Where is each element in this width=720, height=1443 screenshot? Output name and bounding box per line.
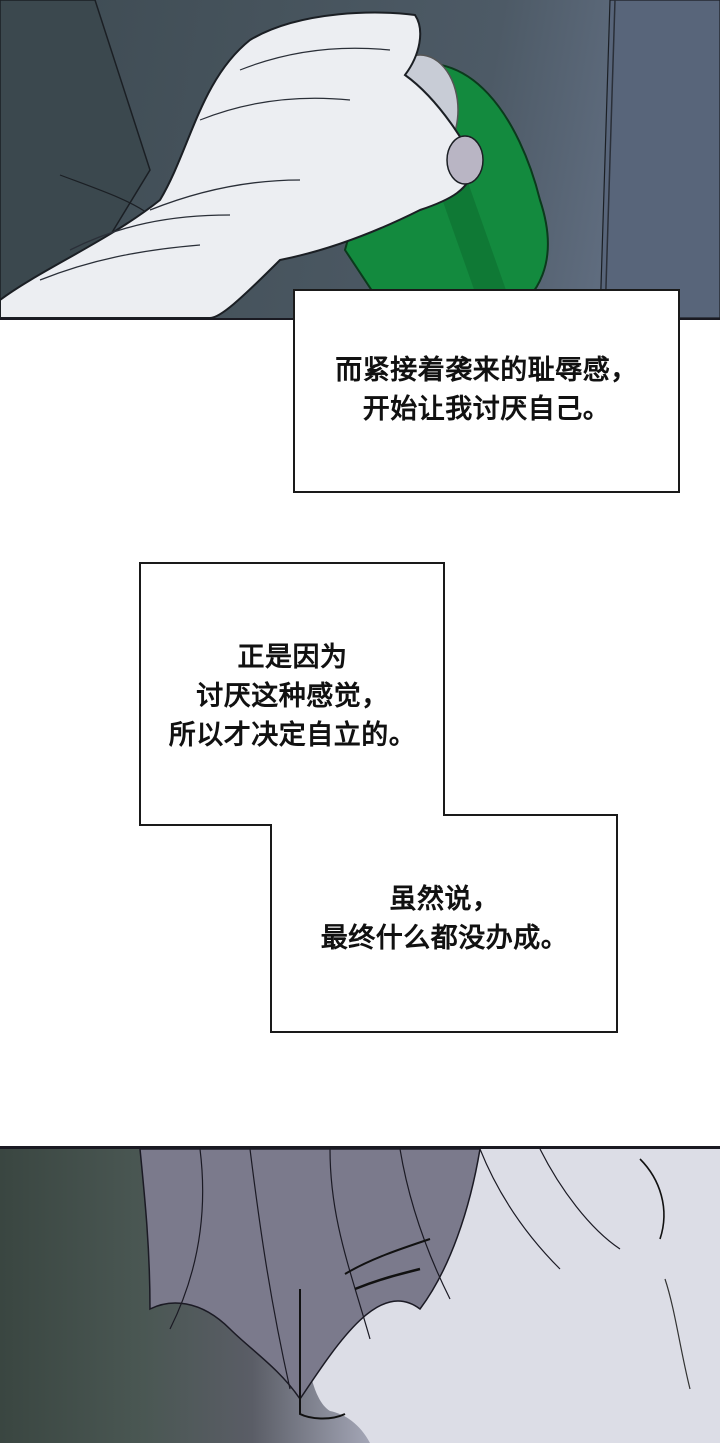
narration-text-2: 正是因为 讨厌这种感觉， 所以才决定自立的。 (168, 642, 417, 751)
comic-panel-face-closeup (0, 1146, 720, 1443)
narration-box-stepped-outline (139, 562, 618, 1033)
comic-panel-hand-bottle (0, 0, 720, 320)
hand-bottle-illustration (0, 0, 720, 318)
narration-text-1: 而紧接着袭来的耻辱感， 开始让我讨厌自己。 (335, 355, 638, 425)
face-closeup-illustration (139, 1149, 720, 1443)
narration-box-1: 而紧接着袭来的耻辱感， 开始让我讨厌自己。 (293, 289, 680, 493)
narration-text-3: 虽然说， 最终什么都没办成。 (320, 884, 569, 954)
